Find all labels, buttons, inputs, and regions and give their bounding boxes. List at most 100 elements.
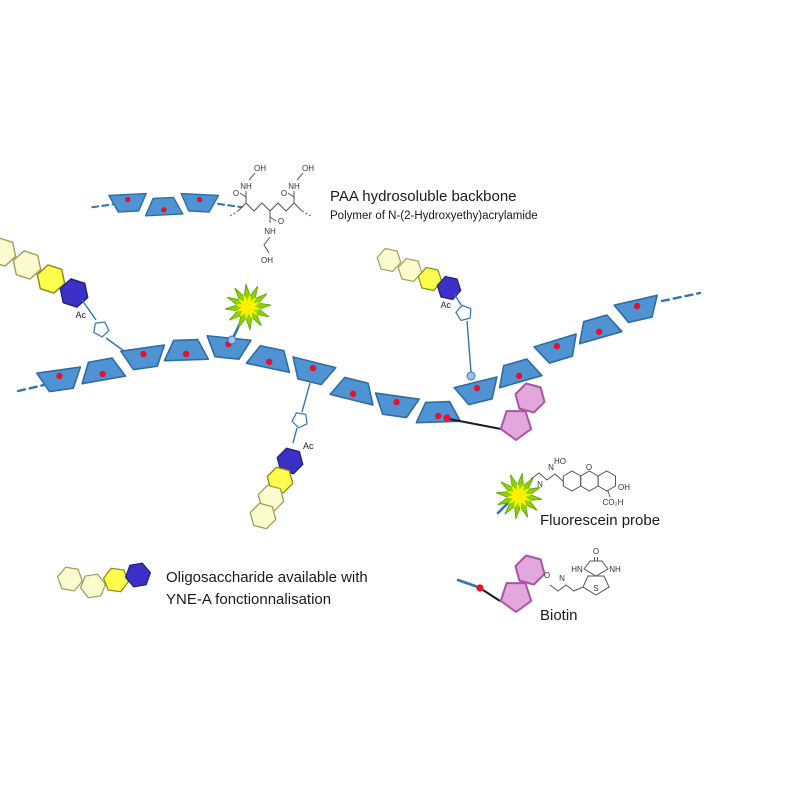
legend-fluorescein: HO O OH CO₂H N N Fluorescein probe <box>492 457 660 529</box>
backbone-sample <box>91 192 243 217</box>
linker-line <box>81 299 97 321</box>
legend-fluorescein-label: Fluorescein probe <box>540 512 660 529</box>
biotin-shape <box>499 382 546 441</box>
paa-backbone-zigzag <box>237 202 303 212</box>
paa-title: PAA hydrosoluble backbone <box>330 188 517 205</box>
biotin-ring-top <box>583 560 609 577</box>
paa-structure-line <box>229 210 239 217</box>
chain-dash-right <box>660 291 702 303</box>
triazole-ring <box>92 319 111 339</box>
fluorescein-structure: HO O OH CO₂H N N <box>530 457 630 507</box>
backbone-unit <box>143 196 184 217</box>
fluorescein-tail <box>530 472 564 482</box>
atom-label: NH <box>240 182 252 191</box>
backbone-sample-dash-right <box>217 202 243 209</box>
backbone-unit <box>453 376 503 408</box>
backbone-unit <box>179 192 220 214</box>
legend-biotin: O HN NH S N O Biotin <box>456 547 621 624</box>
paa-branch <box>239 172 256 203</box>
atom-label: OH <box>261 256 273 265</box>
backbone-unit <box>162 338 210 362</box>
backbone-unit <box>573 311 623 345</box>
atom-label: O <box>233 189 239 198</box>
triazole-ring <box>453 302 476 325</box>
backbone-unit <box>36 366 84 394</box>
benzene-ring <box>562 470 582 492</box>
ac-label: Ac <box>440 300 451 310</box>
atom-label: O <box>586 463 592 472</box>
legend-oligo-label-line1: Oligosaccharide available with <box>166 569 368 586</box>
backbone-unit <box>372 392 420 420</box>
oligosaccharide-upper-left: Ac <box>0 234 125 352</box>
atom-label: N <box>537 480 543 489</box>
biotin-shape <box>499 554 546 613</box>
benzene-ring <box>597 470 616 492</box>
triazole-ring <box>290 411 310 430</box>
atom-label: NH <box>264 227 276 236</box>
fluorescein-on-chain <box>222 281 274 345</box>
oligosaccharide-upper-right: Ac <box>374 246 476 381</box>
attachment-red-dot <box>443 414 451 422</box>
attachment-red-dot <box>476 584 484 592</box>
backbone-unit <box>245 342 295 374</box>
biotin-on-chain <box>443 382 546 441</box>
atom-label: OH <box>302 164 314 173</box>
atom-label: HO <box>554 457 566 466</box>
legend-oligosaccharide: Oligosaccharide available with YNE-A fon… <box>55 561 368 608</box>
backbone-unit <box>77 355 127 385</box>
atom-label: NH <box>288 182 300 191</box>
atom-label: O <box>278 217 284 226</box>
atom-label: O <box>544 571 550 580</box>
sugar-hexagon-yellow <box>101 566 131 594</box>
atom-label: NH <box>609 565 621 574</box>
fluorescein-star <box>222 281 274 333</box>
legend-biotin-label: Biotin <box>540 607 578 624</box>
paa-branch <box>263 211 277 254</box>
atom-label: O <box>593 547 599 556</box>
atom-label: S <box>593 584 598 593</box>
linker-line <box>292 427 298 444</box>
atom-label: HN <box>571 565 583 574</box>
fluorescein-star <box>492 469 546 523</box>
biotin-structure: O HN NH S N O <box>544 547 621 596</box>
backbone-unit <box>533 333 583 367</box>
backbone-sample-dash-left <box>91 202 118 209</box>
atom-label: OH <box>618 483 630 492</box>
backbone-unit <box>120 344 168 372</box>
sugar-hexagon-blue <box>123 561 153 589</box>
linker-line <box>454 294 462 306</box>
polymer-backbone-chain <box>16 291 702 424</box>
biotin-blue-line <box>456 578 480 589</box>
linker-line <box>301 382 311 413</box>
backbone-unit <box>493 355 543 389</box>
atom-label: N <box>548 463 554 472</box>
biotin-link-line <box>482 589 501 602</box>
sugar-hexagon-pale <box>78 572 108 600</box>
oligosaccharide-lower: Ac <box>246 382 314 532</box>
ac-label: Ac <box>303 441 314 451</box>
backbone-unit <box>287 356 337 388</box>
paa-branch <box>287 172 304 203</box>
paa-structure: O NH OH O NH OH O NH OH <box>229 164 314 265</box>
fluorescein-bond <box>607 490 611 498</box>
atom-label: O <box>281 189 287 198</box>
attachment-dot <box>227 335 237 345</box>
backbone-unit <box>329 374 379 406</box>
atom-label: OH <box>254 164 266 173</box>
biotin-ring-bottom <box>582 575 610 596</box>
biotin-tail <box>549 584 584 592</box>
attachment-dot <box>466 371 476 381</box>
paa-structure-line <box>301 210 312 217</box>
linker-line <box>105 337 125 352</box>
backbone-unit <box>108 192 148 214</box>
linker-line <box>466 320 472 373</box>
atom-label: CO₂H <box>603 498 624 507</box>
legend-oligo-label-line2: YNE-A fonctionnalisation <box>166 591 331 608</box>
benzene-ring <box>580 470 599 492</box>
chain-dash-left <box>16 383 46 393</box>
ac-label: Ac <box>75 310 86 320</box>
paa-subtitle: Polymer of N-(2-Hydroxyethy)acrylamide <box>330 210 538 222</box>
biotin-carbonyl <box>594 557 598 561</box>
fluorescein-link-line <box>496 500 511 515</box>
